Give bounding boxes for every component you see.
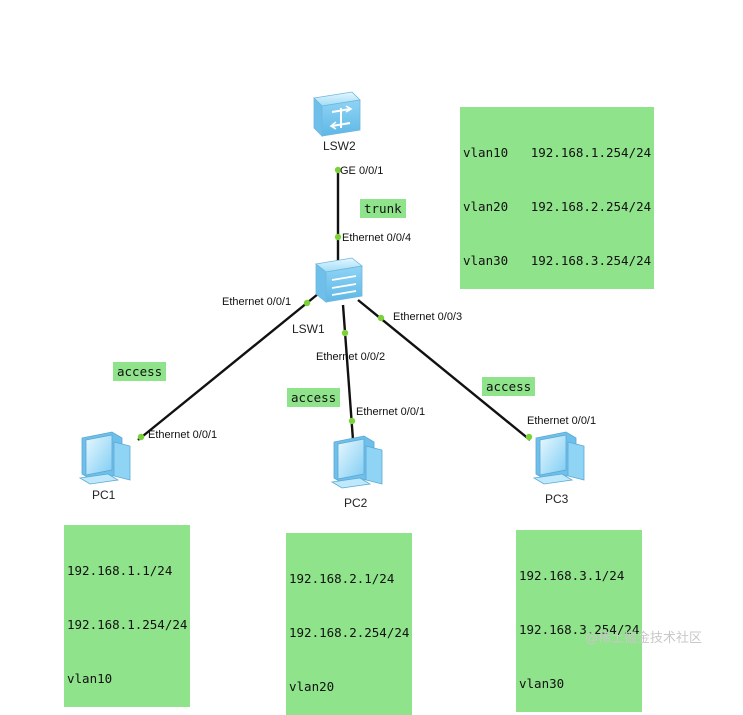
lsw2-label: LSW2: [323, 139, 356, 153]
pc3-label: PC3: [545, 492, 569, 506]
pc1-vlan: vlan10: [67, 671, 113, 686]
access-tag-pc3: access: [482, 377, 536, 396]
pc3-ip: 192.168.3.1/24: [519, 568, 625, 583]
pc2-ip: 192.168.2.1/24: [289, 571, 395, 586]
port-dot-lsw1-e4: [334, 233, 342, 241]
pc2-vlan: vlan20: [289, 679, 335, 694]
link-lsw1-pc3: [357, 299, 531, 441]
pc2-label: PC2: [344, 496, 368, 510]
pc3-computer-icon[interactable]: [532, 431, 585, 485]
port-label-lsw1-e1: Ethernet 0/0/1: [222, 296, 292, 308]
pc1-label: PC1: [92, 488, 116, 502]
pc1-gateway: 192.168.1.254/24: [67, 617, 188, 632]
vlanif-line: vlan20 192.168.2.254/24: [463, 199, 652, 214]
vlanif-line: vlan10 192.168.1.254/24: [463, 145, 652, 160]
link-lsw1-pc2: [341, 304, 355, 441]
pc1-ip: 192.168.1.1/24: [67, 563, 173, 578]
port-label-pc1: Ethernet 0/0/1: [148, 429, 218, 441]
port-dot-pc1: [137, 433, 145, 441]
lsw2-switch-icon[interactable]: [313, 91, 361, 137]
port-dot-lsw1-e2: [341, 329, 349, 337]
port-label-pc3: Ethernet 0/0/1: [527, 415, 597, 427]
lsw1-label: LSW1: [292, 322, 325, 336]
port-label-lsw1-e3: Ethernet 0/0/3: [393, 311, 463, 323]
pc2-computer-icon[interactable]: [330, 435, 383, 489]
port-dot-pc3: [525, 433, 533, 441]
lsw1-switch-icon[interactable]: [315, 257, 363, 303]
port-dot-lsw2-ge: [334, 166, 342, 174]
watermark-text: @稀土掘金技术社区: [585, 631, 703, 646]
pc1-note: 192.168.1.1/24 192.168.1.254/24 vlan10: [64, 525, 191, 707]
port-label-lsw2-ge: GE 0/0/1: [340, 165, 384, 177]
access-tag-pc1: access: [113, 362, 167, 381]
vlanif-line: vlan30 192.168.3.254/24: [463, 253, 652, 268]
port-dot-pc2: [348, 417, 356, 425]
link-lsw1-pc1: [137, 293, 319, 441]
port-label-pc2: Ethernet 0/0/1: [356, 406, 426, 418]
port-label-lsw1-e2: Ethernet 0/0/2: [316, 351, 386, 363]
pc2-note: 192.168.2.1/24 192.168.2.254/24 vlan20: [286, 533, 413, 715]
port-dot-lsw1-e1: [303, 299, 311, 307]
port-label-lsw1-e4: Ethernet 0/0/4: [342, 232, 412, 244]
vlanif-note: vlan10 192.168.1.254/24 vlan20 192.168.2…: [460, 107, 655, 289]
topology-canvas: [78, 91, 585, 489]
port-dot-lsw1-e3: [377, 314, 385, 322]
pc3-gateway: 192.168.3.254/24: [519, 622, 640, 637]
pc2-gateway: 192.168.2.254/24: [289, 625, 410, 640]
pc1-computer-icon[interactable]: [78, 431, 131, 485]
access-tag-pc2: access: [287, 388, 341, 407]
pc3-note: 192.168.3.1/24 192.168.3.254/24 vlan30: [516, 530, 643, 712]
trunk-tag: trunk: [360, 199, 406, 218]
pc3-vlan: vlan30: [519, 676, 565, 691]
